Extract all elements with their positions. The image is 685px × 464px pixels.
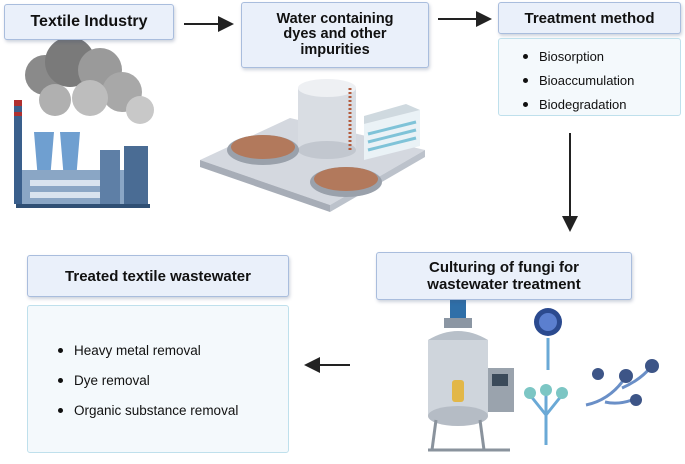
list-item: Heavy metal removal — [56, 336, 288, 366]
list-item: Dye removal — [56, 366, 288, 396]
treatment-method-box: Treatment method — [498, 2, 681, 34]
water-treatment-plant-icon — [200, 79, 425, 212]
water-impurities-label-line-3: impurities — [300, 41, 370, 58]
treated-wastewater-label: Treated textile wastewater — [65, 267, 251, 285]
treated-wastewater-box: Treated textile wastewater — [27, 255, 289, 297]
culturing-fungi-label-line-2: wastewater treatment — [427, 276, 581, 293]
treatment-method-label: Treatment method — [524, 9, 655, 27]
bioreactor-icon — [428, 300, 514, 452]
fungi-icon — [524, 308, 659, 445]
textile-industry-label: Textile Industry — [30, 13, 148, 30]
factory-icon — [14, 37, 154, 208]
removal-outcomes-list: Heavy metal removal Dye removal Organic … — [56, 336, 288, 426]
removal-outcomes-panel: Heavy metal removal Dye removal Organic … — [27, 305, 289, 453]
treatment-methods-panel: Biosorption Bioaccumulation Biodegradati… — [498, 38, 681, 116]
list-item: Bioaccumulation — [521, 69, 680, 93]
list-item: Organic substance removal — [56, 396, 288, 426]
treatment-methods-list: Biosorption Bioaccumulation Biodegradati… — [521, 45, 680, 117]
list-item: Biodegradation — [521, 93, 680, 117]
culturing-fungi-label-line-1: Culturing of fungi for — [429, 258, 579, 276]
textile-industry-box: Textile Industry — [4, 4, 174, 40]
culturing-fungi-box: Culturing of fungi for wastewater treatm… — [376, 252, 632, 300]
water-impurities-label-line-1: Water containing — [276, 10, 394, 27]
list-item: Biosorption — [521, 45, 680, 69]
water-impurities-box: Water containing dyes and other impuriti… — [241, 2, 429, 68]
water-impurities-label-line-2: dyes and other — [283, 26, 387, 43]
